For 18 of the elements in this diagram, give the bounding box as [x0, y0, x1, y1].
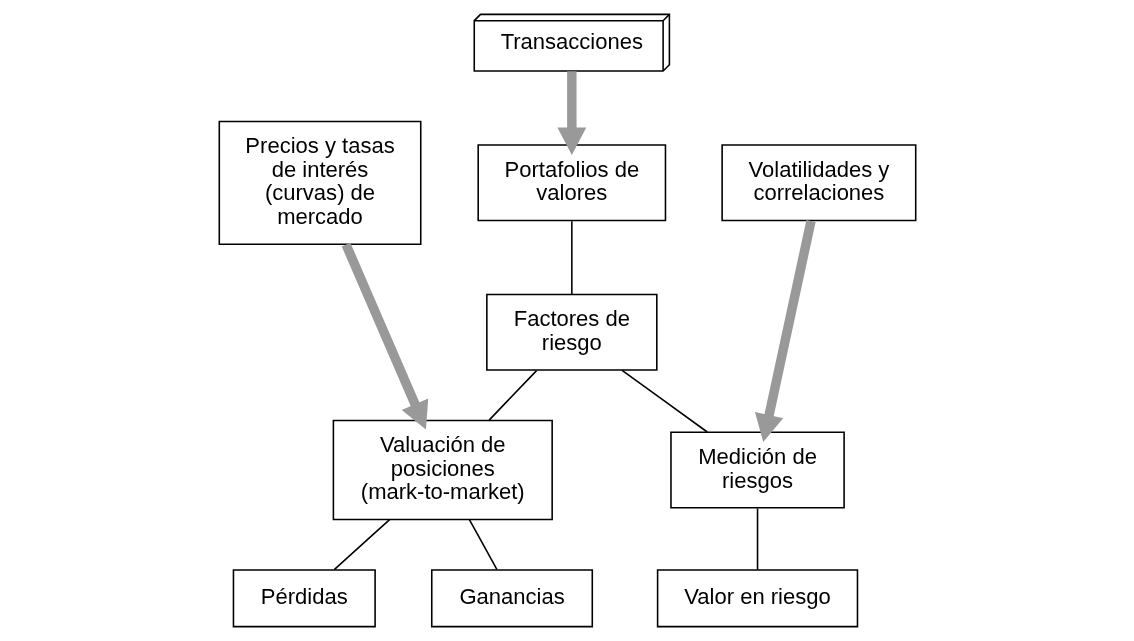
- connector: [570, 220, 573, 296]
- node-box: Valor en riesgo: [656, 569, 858, 628]
- node-box: Portafolios de valores: [476, 144, 666, 222]
- arrow: [556, 71, 586, 156]
- node-box: Valuación de posiciones (mark-to-market): [332, 419, 553, 521]
- node-box: Pérdidas: [232, 569, 376, 628]
- connector: [468, 518, 498, 571]
- arrow: [754, 219, 816, 442]
- node-box: Factores de riesgo: [485, 293, 658, 371]
- node-box: Medición de riesgos: [669, 431, 845, 509]
- connector: [487, 369, 537, 421]
- connector: [332, 518, 390, 571]
- node-box: Precios y tasas de interés (curvas) de mercado: [218, 120, 422, 245]
- node-box: Volatilidades y correlaciones: [720, 144, 916, 222]
- connector: [756, 507, 758, 571]
- arrow: [341, 242, 428, 430]
- connector: [620, 369, 708, 433]
- node-box: Ganancias: [430, 569, 593, 628]
